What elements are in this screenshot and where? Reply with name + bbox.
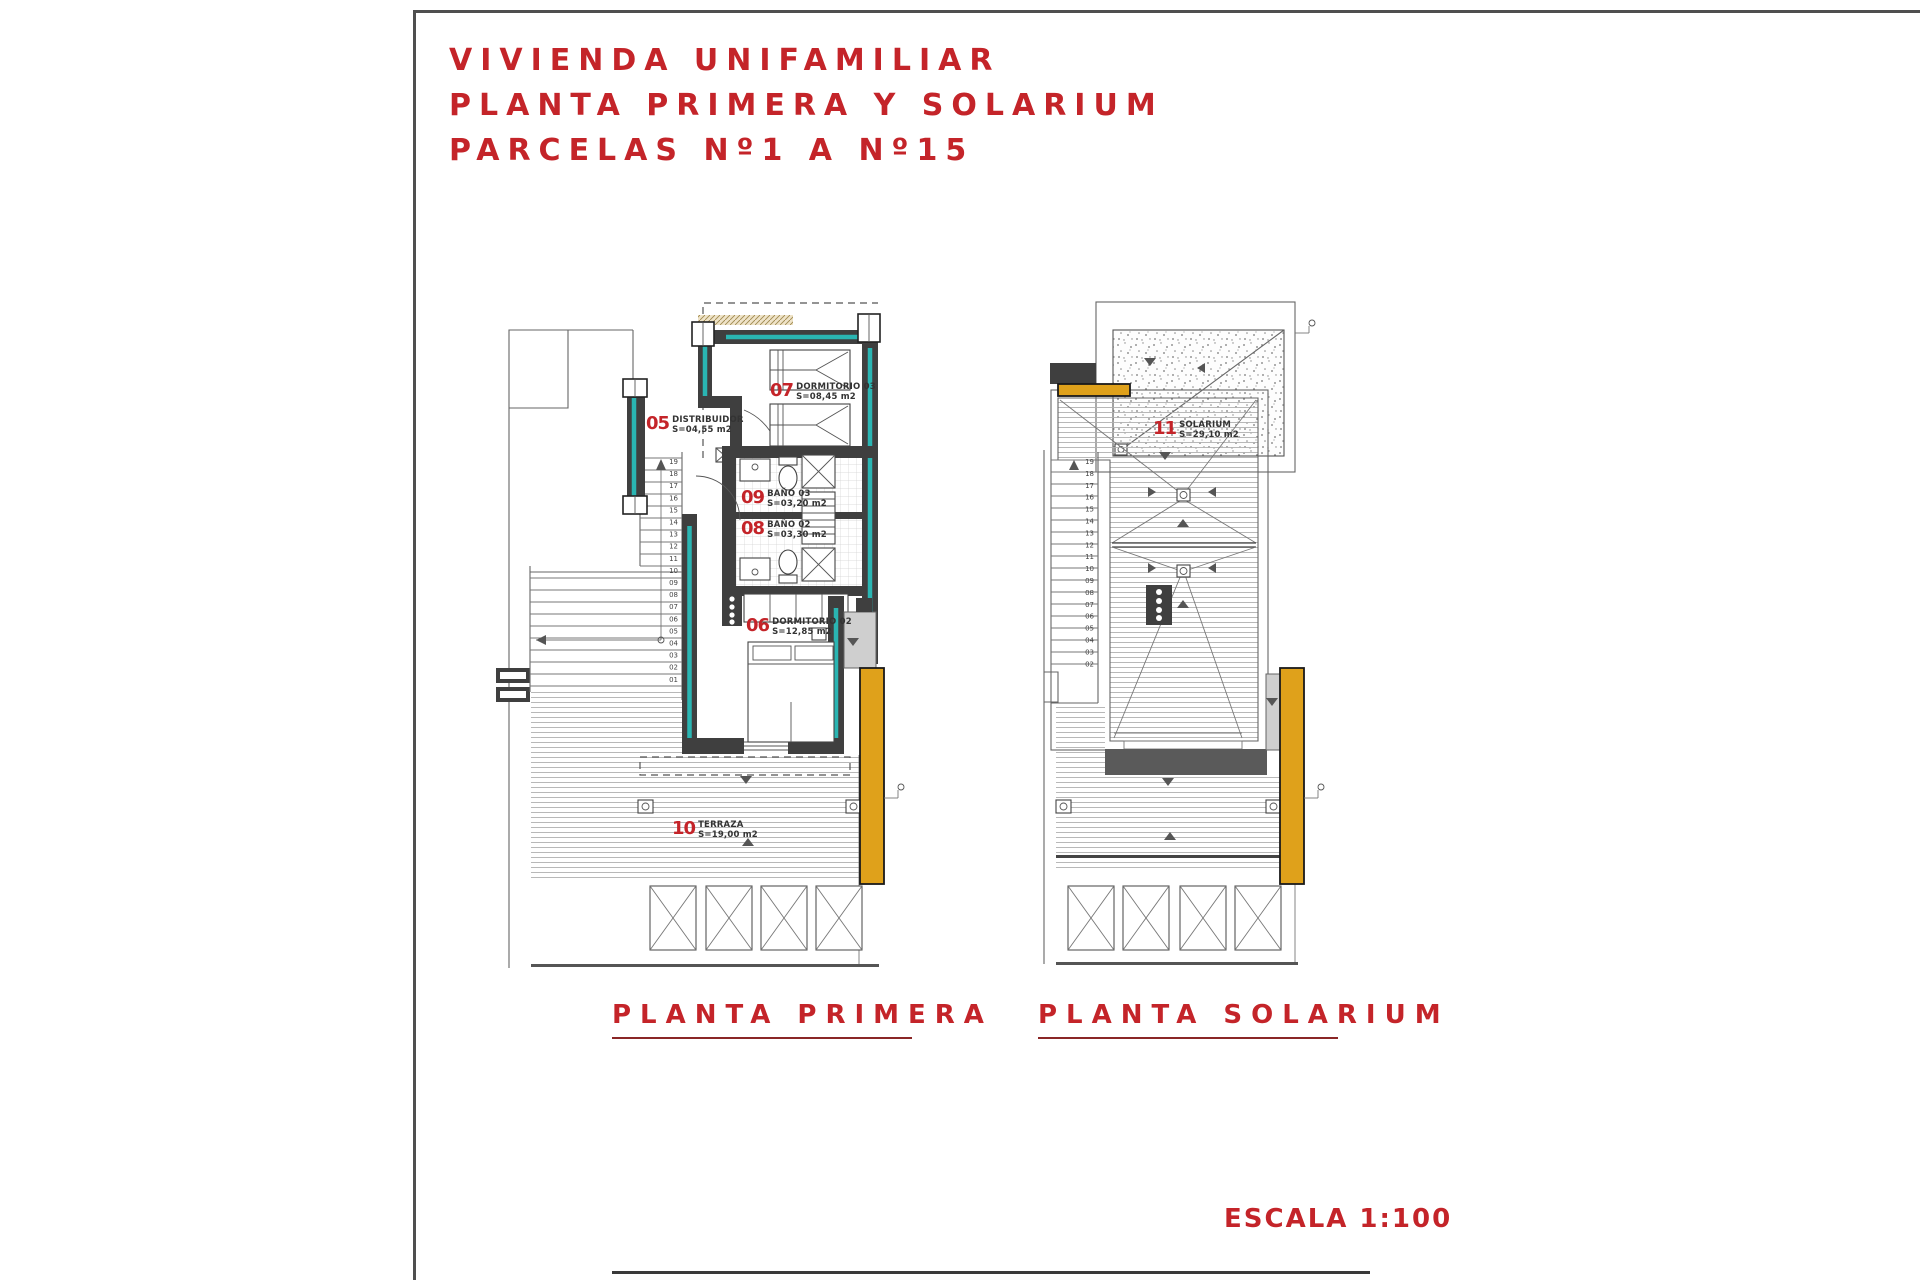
stair-primera: 19 18 17 16 15 14 13 12 11 10 09 08 07 06 05 04 03 02 01 [529, 452, 683, 700]
room-name: BAÑO 03 [767, 489, 811, 499]
svg-text:08: 08 [669, 591, 678, 599]
svg-text:03: 03 [1085, 648, 1094, 656]
room-area: S=12,85 m2 [772, 626, 832, 637]
pergola-bar-solarium [1279, 667, 1305, 885]
svg-text:04: 04 [669, 640, 678, 648]
svg-text:14: 14 [1085, 518, 1094, 526]
dormitorio-02 [682, 514, 844, 754]
plan-solarium: 19 18 17 16 15 14 13 12 11 10 09 08 07 06 05 04 03 02 [1043, 301, 1325, 965]
svg-text:03: 03 [669, 652, 678, 660]
room-number: 05 [646, 413, 670, 434]
svg-text:04: 04 [1085, 637, 1094, 645]
room-number: 08 [741, 518, 765, 539]
svg-text:19: 19 [669, 458, 678, 466]
svg-text:10: 10 [669, 567, 678, 575]
room-area: S=03,20 m2 [767, 498, 827, 509]
sheet-border-left [413, 10, 416, 1280]
svg-text:15: 15 [1085, 506, 1094, 514]
room-area: S=08,45 m2 [796, 391, 856, 402]
banos [695, 446, 878, 596]
svg-text:07: 07 [669, 603, 678, 611]
svg-text:12: 12 [1085, 541, 1094, 549]
svg-text:11: 11 [1085, 553, 1094, 561]
room-name: SOLARIUM [1179, 420, 1232, 430]
room-number: 09 [741, 487, 765, 508]
room-number: 10 [672, 818, 696, 839]
svg-text:09: 09 [669, 579, 678, 587]
svg-text:17: 17 [669, 482, 678, 490]
stair-solarium: 19 18 17 16 15 14 13 12 11 10 09 08 07 06 05 04 03 02 [1051, 452, 1099, 704]
svg-text:05: 05 [1085, 625, 1094, 633]
room-name: DISTRIBUIDOR [672, 415, 744, 425]
svg-text:09: 09 [1085, 577, 1094, 585]
room-area: S=03,30 m2 [767, 529, 827, 540]
svg-text:13: 13 [1085, 529, 1094, 537]
room-area: S=04,55 m2 [672, 424, 732, 435]
sheet-border-top [413, 10, 1920, 13]
svg-text:16: 16 [1085, 494, 1094, 502]
svg-text:01: 01 [669, 676, 678, 684]
svg-text:02: 02 [1085, 660, 1094, 668]
svg-text:05: 05 [669, 627, 678, 635]
svg-text:18: 18 [669, 470, 678, 478]
plan-title-primera: PLANTA PRIMERA [612, 1000, 984, 1039]
title-line-3: PARCELAS Nº1 A Nº15 [449, 133, 975, 168]
svg-text:08: 08 [1085, 589, 1094, 597]
pergola-bar-top [1057, 383, 1131, 397]
svg-text:14: 14 [669, 519, 678, 527]
svg-text:13: 13 [669, 531, 678, 539]
room-name: BAÑO 02 [767, 520, 811, 530]
scale-label: ESCALA 1:100 [1224, 1204, 1453, 1234]
plan-primera: 19 18 17 16 15 14 13 12 11 10 09 08 07 06 05 04 03 02 01 [496, 302, 1282, 968]
svg-text:07: 07 [1085, 601, 1094, 609]
svg-text:18: 18 [1085, 470, 1094, 478]
pergola-bar-primera [859, 667, 885, 885]
svg-text:17: 17 [1085, 482, 1094, 490]
svg-text:12: 12 [669, 543, 678, 551]
svg-text:02: 02 [669, 664, 678, 672]
title-line-1: VIVIENDA UNIFAMILIAR [449, 43, 1001, 78]
svg-text:10: 10 [1085, 565, 1094, 573]
room-number: 06 [746, 615, 770, 636]
room-number: 11 [1153, 418, 1177, 439]
svg-text:19: 19 [1085, 458, 1094, 466]
room-area: S=29,10 m2 [1179, 429, 1239, 440]
title-block: VIVIENDA UNIFAMILIAR PLANTA PRIMERA Y SO… [449, 38, 1164, 173]
room-number: 07 [770, 380, 794, 401]
room-name: DORMITORIO 02 [772, 617, 852, 627]
sheet-border-bottom [612, 1271, 1370, 1274]
room-area: S=19,00 m2 [698, 829, 758, 840]
svg-text:11: 11 [669, 555, 678, 563]
title-line-2: PLANTA PRIMERA Y SOLARIUM [449, 88, 1164, 123]
plan-title-solarium: PLANTA SOLARIUM [1038, 1000, 1441, 1039]
svg-text:06: 06 [1085, 613, 1094, 621]
room-name: TERRAZA [698, 820, 744, 830]
room-name: DORMITORIO 03 [796, 382, 876, 392]
svg-text:06: 06 [669, 615, 678, 623]
svg-text:16: 16 [669, 494, 678, 502]
svg-text:15: 15 [669, 506, 678, 514]
